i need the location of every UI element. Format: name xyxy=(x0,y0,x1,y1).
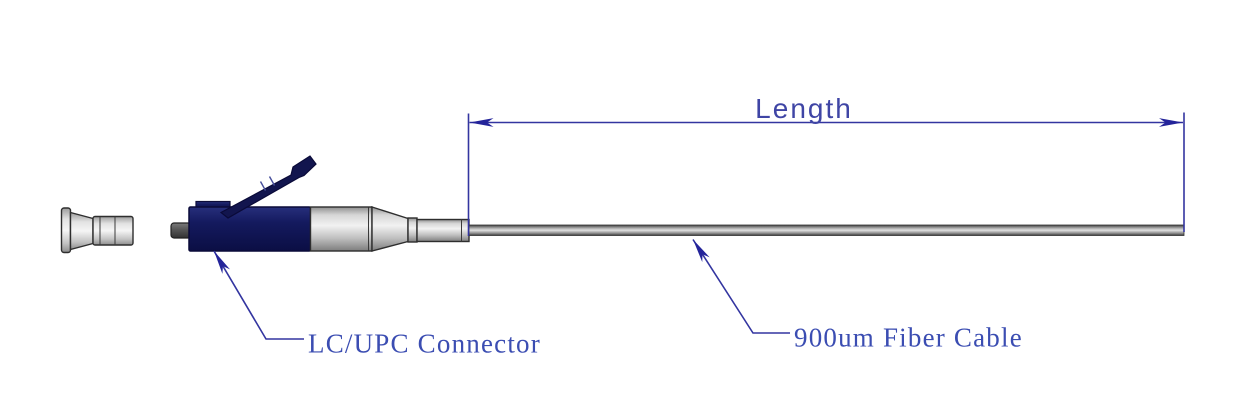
dimension-label: Length xyxy=(755,93,853,124)
dust-cap xyxy=(60,207,134,254)
boot-cylinder xyxy=(309,206,373,252)
callout-lc-upc-connector: LC/UPC Connector xyxy=(213,250,541,359)
callout-label-cable: 900um Fiber Cable xyxy=(794,323,1023,353)
cable-body xyxy=(468,224,1185,236)
dust-cap-body xyxy=(92,215,134,246)
dust-cap-neck xyxy=(69,211,94,251)
dust-cap-flange xyxy=(60,207,72,254)
connector-boot xyxy=(309,206,470,252)
leader-line-cable xyxy=(692,239,790,334)
callout-fiber-cable: 900um Fiber Cable xyxy=(692,239,1023,353)
length-dimension: Length xyxy=(467,93,1185,236)
callout-label-connector: LC/UPC Connector xyxy=(308,329,541,359)
lc-upc-connector xyxy=(170,155,317,252)
connector-housing xyxy=(188,206,312,252)
boot-cone xyxy=(371,206,409,252)
ferrule-icon xyxy=(170,222,192,239)
fiber-cable xyxy=(468,224,1185,236)
leader-line-connector xyxy=(213,250,304,340)
connector-latch xyxy=(219,155,317,219)
boot-ring xyxy=(407,217,418,243)
